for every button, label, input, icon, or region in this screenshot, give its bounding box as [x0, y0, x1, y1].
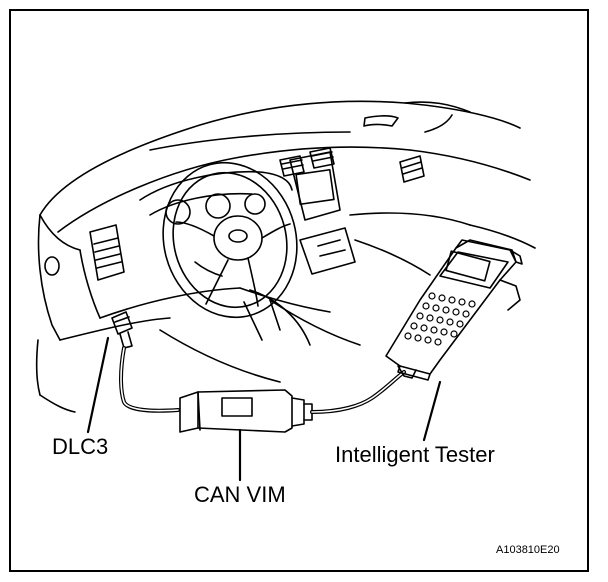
label-dlc3: DLC3	[52, 434, 109, 459]
steering-wheel	[162, 161, 298, 341]
intelligent-tester-device	[385, 239, 523, 381]
label-intelligent-tester: Intelligent Tester	[335, 442, 495, 467]
leader-tester	[422, 380, 442, 442]
figure-code: A103810E20	[496, 544, 560, 556]
cable-vim-tester	[310, 370, 406, 414]
dlc3-connector	[111, 311, 133, 349]
tester-keypad	[404, 292, 476, 346]
can-vim-device	[179, 389, 313, 433]
dashboard	[35, 100, 536, 413]
label-can-vim: CAN VIM	[194, 482, 286, 507]
cable-dlc3-vim	[119, 346, 180, 413]
leader-dlc3	[86, 336, 110, 434]
